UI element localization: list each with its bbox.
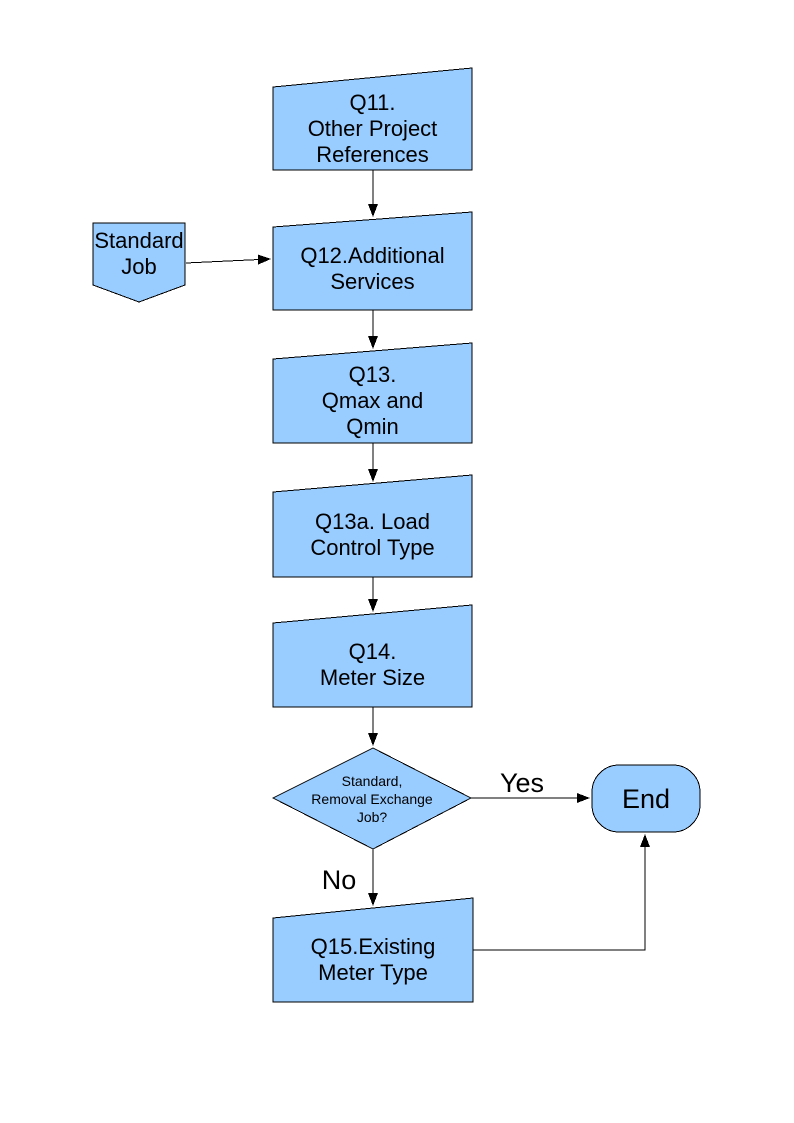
node-decision-shape bbox=[271, 747, 473, 850]
edge-q15-end bbox=[473, 834, 650, 951]
node-q15-shape bbox=[272, 897, 474, 1003]
node-q11-shape bbox=[272, 67, 473, 171]
edge-standard-job-q12 bbox=[185, 254, 271, 265]
node-q14-shape bbox=[272, 604, 473, 708]
node-q12-shape bbox=[272, 211, 473, 311]
node-standard-job-shape bbox=[92, 222, 186, 303]
node-q13-shape bbox=[272, 342, 473, 444]
node-q13a-shape bbox=[272, 474, 473, 578]
node-end-shape bbox=[591, 764, 701, 833]
